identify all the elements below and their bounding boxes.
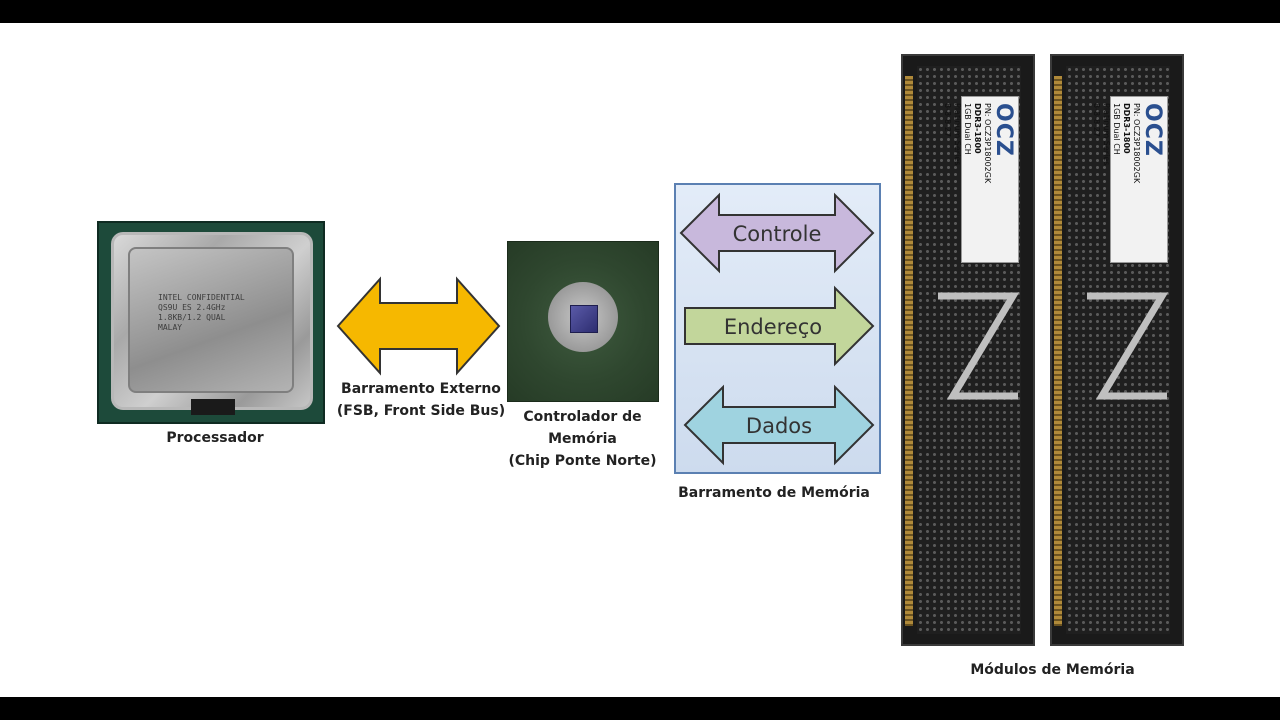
ram-spec: 1GB Dual CH [1112, 103, 1121, 155]
chip-die [570, 305, 598, 333]
ram-part-number: PN: OCZ3P18002GK [983, 103, 992, 184]
processor-marking-line: INTEL CONFIDENTIAL [158, 293, 245, 302]
external-bus-label: Barramento Externo (FSB, Front Side Bus) [336, 381, 506, 419]
fsb-arrow-shape [336, 276, 501, 376]
ram-sticker-text: OCZ PN: OCZ3P18002GK DDR3-1800 1GB Dual … [943, 97, 1018, 262]
data-arrow-shape [683, 384, 875, 466]
top-letterbox [0, 0, 1280, 23]
diagram-canvas: INTEL CONFIDENTIAL QS9U ES 2.4GHz 1.8KB/… [0, 23, 1280, 697]
ram-brand-logo: OCZ [991, 103, 1016, 157]
address-arrow-label: Endereço [724, 315, 822, 339]
ram-timing: 8-8-8-27 [943, 103, 952, 138]
ram-series: Platinum Series [953, 103, 962, 166]
memory-bus-box: Controle Endereço Dados [674, 183, 881, 474]
address-bus-arrow: Endereço [684, 285, 875, 367]
ram-sticker-text: OCZ PN: OCZ3P18002GK DDR3-1800 1GB Dual … [1092, 97, 1167, 262]
ram-part-number: PN: OCZ3P18002GK [1132, 103, 1141, 184]
bottom-letterbox [0, 697, 1280, 720]
memory-bus-label: Barramento de Memória [678, 485, 870, 501]
fsb-double-arrow [336, 276, 501, 376]
memory-module-1: OCZ PN: OCZ3P18002GK DDR3-1800 1GB Dual … [901, 54, 1035, 646]
processor-label: Processador [166, 430, 264, 446]
processor-notch [191, 399, 235, 415]
processor-heat-spreader: INTEL CONFIDENTIAL QS9U ES 2.4GHz 1.8KB/… [111, 232, 313, 410]
data-arrow-label: Dados [746, 414, 812, 438]
memory-controller-chip-image [507, 241, 659, 402]
ram-contacts [905, 76, 913, 626]
ram-series: Platinum Series [1102, 103, 1111, 166]
ram-spec: 1GB Dual CH [963, 103, 972, 155]
memory-bus-arrows: Controle Endereço Dados [679, 192, 875, 466]
ram-z-logo [1087, 292, 1169, 400]
ram-z-logo [938, 292, 1020, 400]
ram-sticker: OCZ PN: OCZ3P18002GK DDR3-1800 1GB Dual … [1092, 96, 1168, 263]
data-bus-arrow: Dados [683, 384, 875, 466]
ram-timing: 8-8-8-27 [1092, 103, 1101, 138]
ram-contacts [1054, 76, 1062, 626]
control-arrow-label: Controle [733, 222, 822, 246]
processor-marking-line: QS9U ES 2.4GHz [158, 303, 226, 312]
ram-brand-logo: OCZ [1140, 103, 1165, 157]
ram-model: DDR3-1800 [973, 103, 982, 154]
processor-image: INTEL CONFIDENTIAL QS9U ES 2.4GHz 1.8KB/… [97, 221, 325, 424]
ram-model: DDR3-1800 [1122, 103, 1131, 154]
processor-core [128, 247, 294, 393]
processor-marking-line: MALAY [158, 323, 183, 332]
control-bus-arrow: Controle [679, 192, 875, 274]
processor-marking: INTEL CONFIDENTIAL QS9U ES 2.4GHz 1.8KB/… [158, 293, 245, 333]
memory-controller-label: Controlador de Memória (Chip Ponte Norte… [508, 409, 657, 469]
control-arrow-shape [679, 192, 875, 274]
memory-modules-label: Módulos de Memória [970, 662, 1135, 678]
address-arrow-shape [684, 285, 875, 367]
ram-sticker: OCZ PN: OCZ3P18002GK DDR3-1800 1GB Dual … [943, 96, 1019, 263]
memory-module-2: OCZ PN: OCZ3P18002GK DDR3-1800 1GB Dual … [1050, 54, 1184, 646]
processor-marking-line: 1.8KB/1.2 QUAL [158, 313, 226, 322]
